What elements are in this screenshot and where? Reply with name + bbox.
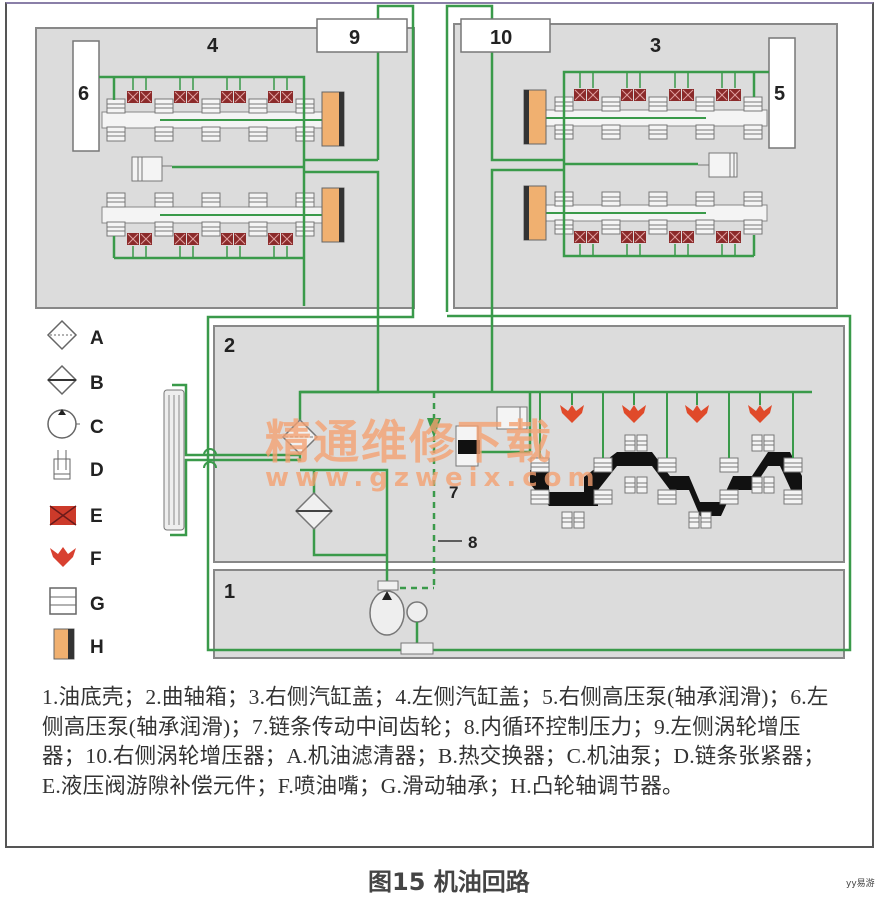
legend-key: B: [90, 373, 104, 394]
legend-item-a: A: [46, 319, 104, 351]
legend-key: H: [90, 637, 104, 658]
crankcase-feed-lines: [539, 392, 794, 458]
right-cylinder-head-panel: 3 5: [445, 4, 838, 322]
left-turbocharger: [316, 18, 408, 53]
callout-3: 3: [650, 35, 661, 57]
legend-item-d: D: [53, 450, 104, 481]
left-chain-tensioner: [131, 156, 172, 182]
oil-lines-main: [170, 312, 852, 652]
oil-filter: [281, 418, 319, 456]
callout-7: 7: [449, 483, 458, 502]
svg-text:www.gzweix.com: www.gzweix.com: [265, 463, 601, 493]
svg-text:精通维修下载: 精通维修下载: [265, 415, 553, 469]
oil-cooler: [163, 389, 185, 531]
chain-tensioner-icon: [53, 450, 71, 480]
right-lower-camshaft: [544, 191, 768, 244]
callout-2: 2: [224, 335, 235, 357]
heat-exchanger: [294, 491, 334, 531]
hydraulic-lash-adjuster-icon: [49, 505, 77, 526]
legend-item-c: C: [47, 409, 104, 439]
left-upper-camshaft: [101, 90, 323, 142]
legend-key: A: [90, 328, 104, 349]
oil-circuit-diagram: 4 6: [35, 4, 852, 660]
callout-8: 8: [468, 533, 477, 552]
legend-key: F: [90, 549, 102, 570]
legend: A B C D E: [46, 319, 105, 660]
oil-spray-nozzle-icon: [50, 547, 76, 567]
corner-watermark: yy易游: [846, 879, 875, 889]
callout-4: 4: [207, 35, 219, 57]
camshaft-adjuster-icon: [53, 628, 75, 660]
callout-1: 1: [224, 581, 235, 603]
legend-key: C: [90, 417, 104, 438]
figure-caption: 1.油底壳；2.曲轴箱；3.右侧汽缸盖；4.左侧汽缸盖；5.右侧高压泵(轴承润滑…: [42, 685, 829, 798]
legend-key: D: [90, 460, 104, 481]
crankcase-chain-tensioner: [496, 406, 528, 430]
watermark: 精通维修下载 www.gzweix.com: [265, 415, 601, 493]
legend-item-b: B: [46, 364, 104, 396]
legend-item-g: G: [49, 587, 105, 615]
right-chain-tensioner: [698, 152, 738, 178]
callout-9: 9: [349, 27, 360, 49]
legend-item-e: E: [49, 505, 103, 527]
legend-item-h: H: [53, 628, 104, 660]
right-high-pressure-pump: [768, 37, 796, 149]
chain-intermediate-gear: [455, 425, 480, 467]
callout-6: 6: [78, 83, 89, 105]
legend-item-f: F: [50, 547, 102, 570]
callout-5: 5: [774, 83, 785, 105]
left-high-pressure-pump: [72, 40, 100, 152]
figure-title: 图15 机油回路: [368, 868, 530, 896]
oil-pan-panel: 1: [213, 569, 845, 659]
right-turbocharger: [460, 18, 551, 53]
callout-10: 10: [490, 27, 512, 49]
legend-key: G: [90, 594, 105, 615]
left-cylinder-head-panel: 4 6: [35, 4, 415, 322]
legend-key: E: [90, 506, 103, 527]
oil-pump: [369, 580, 434, 655]
plain-bearing-icon: [49, 587, 77, 615]
left-lower-camshaft: [101, 192, 323, 246]
